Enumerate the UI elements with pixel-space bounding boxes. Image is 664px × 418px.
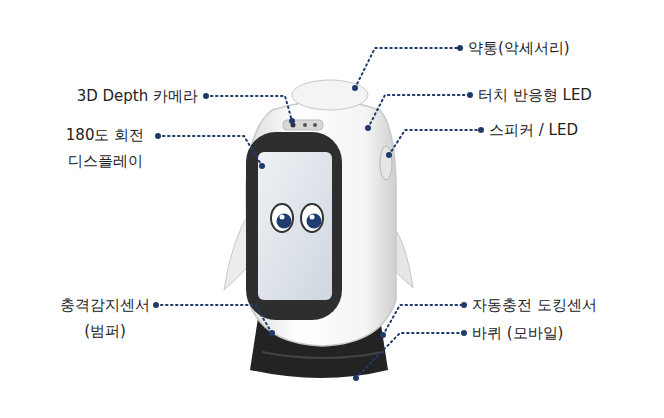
leader-dot: [380, 332, 386, 338]
eye: [301, 204, 323, 232]
leader-dot: [289, 118, 295, 124]
leader-line: [368, 95, 470, 128]
leader-dot: [478, 127, 484, 133]
leader-line: [355, 48, 460, 88]
display-frame: [246, 132, 342, 320]
part-label: 180도 회전 디스플레이: [58, 122, 152, 174]
leader-line: [356, 333, 464, 378]
leader-dot: [352, 85, 358, 91]
leader-line: [389, 130, 481, 155]
leader-line: [383, 305, 464, 335]
leader-dot: [457, 45, 463, 51]
part-label: 스피커 / LED: [489, 117, 578, 143]
part-label: 터치 반응형 LED: [478, 82, 592, 108]
part-label: 자동충전 도킹센서: [472, 292, 597, 318]
part-label: 3D Depth 카메라: [40, 83, 198, 109]
leader-dot: [203, 93, 209, 99]
leader-dot: [461, 330, 467, 336]
base-edge: [262, 352, 384, 358]
leader-dot: [259, 163, 265, 169]
leader-dot: [153, 302, 159, 308]
leader-line: [206, 96, 292, 121]
part-label: 약통(악세서리): [468, 35, 570, 61]
part-label: 충격감지센서 (범퍼): [56, 292, 154, 344]
eye: [271, 204, 293, 232]
leader-dot: [269, 330, 275, 336]
leader-line: [156, 305, 272, 333]
leader-dot: [467, 92, 473, 98]
eye-highlight: [310, 215, 315, 220]
iris: [277, 214, 292, 229]
camera-lens: [303, 123, 307, 127]
iris: [307, 214, 322, 229]
leader-dot: [353, 375, 359, 381]
leader-dot: [461, 302, 467, 308]
speaker: [380, 146, 392, 180]
robot-body: [246, 101, 396, 346]
eye-highlight: [280, 215, 285, 220]
leader-dot: [386, 152, 392, 158]
leader-dot: [155, 133, 161, 139]
display-screen: [258, 152, 332, 300]
camera-strip: [283, 120, 323, 130]
leader-dot: [365, 125, 371, 131]
part-label: 바퀴 (모바일): [472, 320, 563, 346]
camera-lens: [313, 123, 317, 127]
pill-box: [292, 80, 368, 110]
leader-line: [158, 136, 262, 166]
